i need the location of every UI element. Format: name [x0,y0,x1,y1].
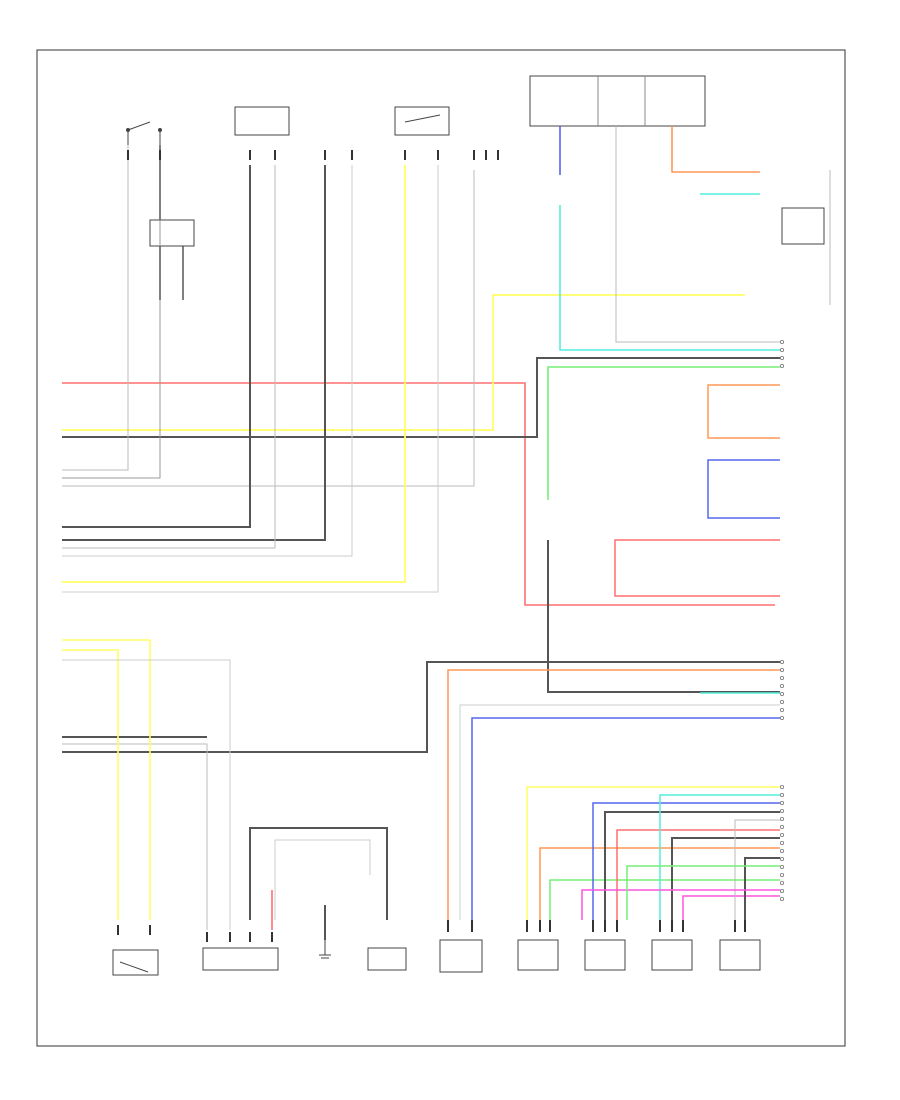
wire-blue-lower [471,717,780,920]
wire-gray-vertical-center [547,540,780,693]
module-box-right [781,207,825,245]
wire-lightgray-3 [62,170,475,487]
pin-terminal [780,849,785,854]
wire-yellow-sensor [62,165,406,583]
wire-red-loop [614,539,780,597]
bottom-component-8 [719,939,761,971]
wire-lightgray-lower-left [62,659,231,930]
pin-terminal [780,881,785,886]
connector-ticks [117,150,746,942]
pin-terminal [780,833,785,838]
wire-gray-br [604,811,780,920]
wire-blue-br [592,802,780,920]
pin-terminal [780,785,785,790]
wire-yellow-lower-left-2 [62,649,119,920]
pin-terminal [780,857,785,862]
wire-yellow-lower-left [62,639,151,920]
wire-cyan-br [659,794,780,920]
sensor-box-1 [234,106,290,136]
wire-lightgray-lower [62,743,208,930]
pin-terminal [780,793,785,798]
pin-terminal [780,825,785,830]
pin-terminal [780,889,785,894]
bottom-component-1 [112,949,159,976]
sensor-box-2-switch [404,114,441,123]
sensor-box-2 [394,106,450,136]
wire-pink-br [682,895,780,920]
wire-lightgray-bottom-loop [274,839,371,920]
wire-gray-bottom-loop [249,827,388,920]
wire-orange-lower [447,669,780,920]
wire-lightgray-lower-center [459,704,780,920]
fuse-block [529,75,706,127]
wire-gray-sensor-1 [62,165,251,528]
connector-box-center [149,219,195,247]
wire-gray-lower-bus [62,661,780,753]
wire-green-br [549,879,780,920]
bottom-component-7 [651,939,693,971]
pin-terminal [780,684,785,689]
wire-green-br-2 [626,865,780,920]
wire-yellow-br [526,786,780,920]
switch-component-top-left [126,121,162,145]
pin-terminal [780,708,785,713]
wire-orange-fuse [671,126,760,173]
wire-yellow-main [62,294,745,431]
pin-terminal [780,660,785,665]
wire-lightgray-sensor-3 [62,165,276,549]
pin-terminal [780,700,785,705]
wire-orange-br [539,847,780,920]
wire-lightgray-fuse [615,126,780,343]
ground-symbol [319,940,331,959]
pin-terminal [780,676,785,681]
wire-blue-loop [707,459,780,519]
wire-lightgray-sensor-4 [62,165,353,557]
pin-terminal [780,817,785,822]
bottom-component-3 [367,947,407,971]
diagram-frame [36,49,846,1047]
wire-gray-main [62,357,780,438]
wire-gray-br-3 [744,857,780,920]
wire-orange-loop [707,384,780,439]
pin-terminal [780,897,785,902]
wire-cyan-fuse [559,205,780,351]
pin-terminal [780,716,785,721]
wire-red [62,382,775,606]
pin-terminal [780,363,785,368]
wire-lightgray-1 [62,170,129,471]
pin-terminal [780,692,785,697]
bottom-component-4 [439,939,483,973]
pin-terminal [780,841,785,846]
wire-green [547,366,780,500]
pin-terminal [780,339,785,344]
wire-gray-sensor-2 [62,165,326,541]
wire-red-br [616,829,780,920]
right-pin-column [780,339,785,902]
bottom-component-2 [202,947,279,971]
wire-lightgray-2 [62,170,161,479]
pin-terminal [780,809,785,814]
bottom-component-1-switch [119,961,149,973]
bottom-component-6 [584,939,626,971]
pin-terminal [780,801,785,806]
pin-terminal [780,347,785,352]
pin-terminal [780,865,785,870]
pin-terminal [780,668,785,673]
wire-lightgray-br [734,819,780,920]
wire-gray-br-2 [671,837,780,920]
wire-lightgray-sensor-5 [62,165,439,593]
pin-terminal [780,873,785,878]
wire-pink-br-2 [581,889,780,920]
bottom-component-5 [517,939,559,971]
pin-terminal [780,355,785,360]
